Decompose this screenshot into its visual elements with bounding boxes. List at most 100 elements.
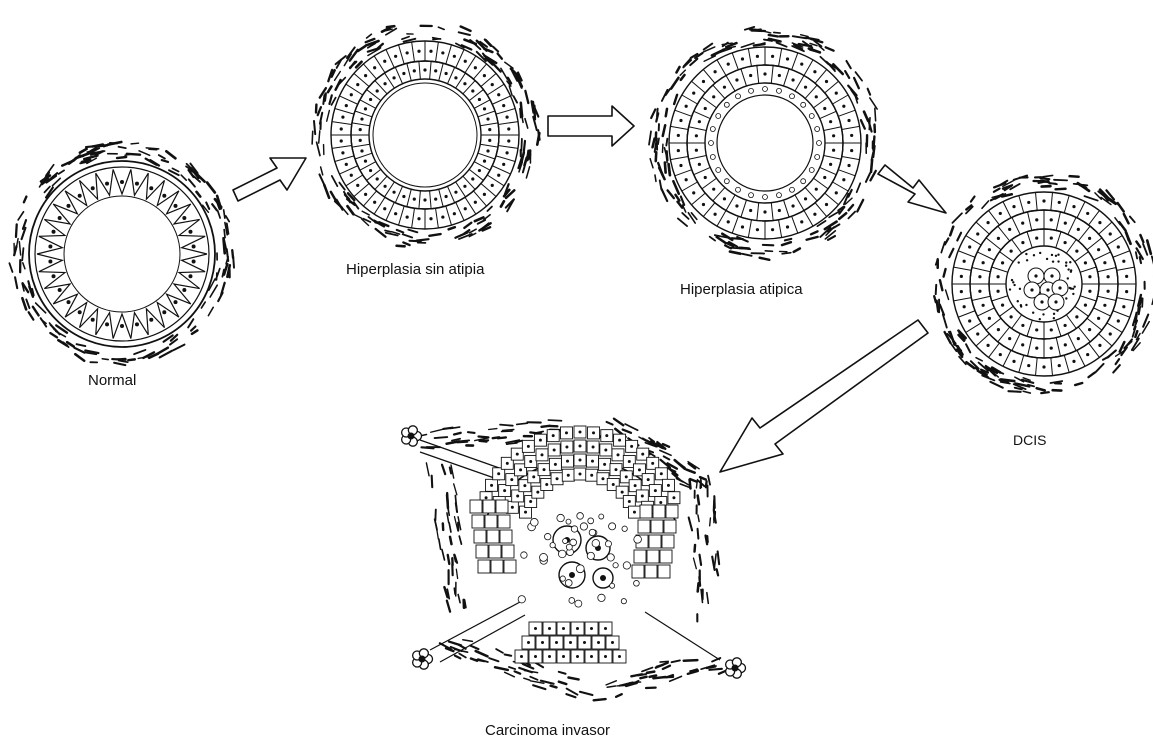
cell-nucleus — [997, 237, 1000, 240]
cell-nucleus — [569, 641, 572, 644]
cell-nucleus — [630, 445, 633, 448]
small-cell — [801, 102, 806, 107]
stroma-fiber — [845, 71, 849, 78]
stroma-fiber — [505, 672, 515, 676]
cell-border — [1056, 212, 1060, 231]
stroma-fiber — [594, 699, 606, 700]
cell-border — [675, 170, 692, 176]
stroma-fiber — [730, 248, 742, 249]
duct-wall — [29, 161, 215, 347]
stroma-fiber — [226, 257, 228, 264]
cell-border — [430, 191, 431, 209]
cell-nucleus — [364, 74, 367, 77]
cell-nucleus — [614, 468, 617, 471]
hyperplasia-duct — [312, 26, 539, 246]
cell-nucleus — [579, 473, 582, 476]
stroma-fiber — [949, 249, 953, 257]
stroma-fiber — [623, 430, 631, 433]
stroma-fiber — [328, 86, 332, 92]
cell-nucleus — [562, 627, 565, 630]
cell-nucleus — [618, 655, 621, 658]
cell-nucleus — [1106, 275, 1109, 278]
small-cell — [521, 552, 527, 558]
cell-nucleus — [692, 191, 695, 194]
cell-nucleus — [651, 462, 654, 465]
cell-border — [346, 175, 363, 186]
stipple — [1065, 265, 1067, 267]
stipple — [1012, 281, 1014, 283]
tumor-cell — [640, 505, 652, 518]
stroma-fiber — [871, 160, 872, 172]
cell-border — [465, 197, 476, 214]
small-cell — [588, 518, 594, 524]
stroma-fiber — [658, 138, 659, 144]
cell-nucleus — [695, 134, 698, 137]
cell-nucleus — [369, 98, 372, 101]
stroma-fiber — [435, 437, 448, 438]
cell-nucleus — [741, 57, 744, 60]
cell-nucleus — [453, 55, 456, 58]
cell-nucleus — [565, 445, 568, 448]
stroma-fiber — [514, 96, 518, 102]
cell-nucleus — [963, 260, 966, 263]
stroma-fiber — [769, 35, 778, 37]
cell-nucleus — [454, 191, 457, 194]
cell-nucleus — [485, 496, 488, 499]
cell-nucleus — [511, 506, 514, 509]
cell-nucleus — [601, 477, 604, 480]
cell-nucleus — [360, 149, 363, 152]
cell-nucleus — [1035, 346, 1038, 349]
cell-nucleus — [394, 55, 397, 58]
stroma-fiber — [698, 583, 699, 591]
cell-border — [1019, 355, 1024, 372]
cell-border — [439, 189, 443, 206]
epithelial-cell — [167, 294, 191, 317]
cell-border — [972, 268, 991, 272]
cell-border — [360, 100, 376, 109]
cell-nucleus — [369, 169, 372, 172]
stroma-fiber — [80, 149, 87, 153]
stroma-fiber — [701, 477, 702, 487]
cell-nucleus — [376, 177, 379, 180]
cell-nucleus — [1086, 353, 1089, 356]
cell-nucleus — [534, 655, 537, 658]
tumor-cell — [660, 550, 672, 563]
cell-nucleus — [497, 93, 500, 96]
flower-cell-icon — [413, 649, 433, 669]
stroma-fiber — [224, 210, 225, 218]
small-cell — [550, 542, 555, 547]
small-cell — [598, 594, 605, 601]
small-cell — [589, 529, 596, 536]
stroma-fiber — [327, 110, 330, 121]
cell-border — [1066, 240, 1076, 254]
stroma-fiber — [625, 424, 637, 430]
epithelial-cell — [131, 313, 148, 339]
cell-border — [779, 220, 782, 238]
cell-border — [1075, 252, 1089, 262]
stroma-fiber — [166, 151, 175, 158]
stroma-fiber — [331, 98, 335, 105]
cell-nucleus — [66, 300, 70, 304]
cell-nucleus — [679, 164, 682, 167]
cell-border — [694, 167, 710, 174]
stroma-fiber — [1049, 183, 1057, 184]
stroma-fiber — [708, 476, 710, 485]
stroma-fiber — [1070, 176, 1079, 177]
cell-border — [1089, 211, 1100, 225]
cell-border — [496, 109, 515, 115]
cell-border — [456, 182, 466, 197]
stroma-fiber — [447, 441, 459, 443]
cell-nucleus — [402, 72, 405, 75]
stipple — [1020, 305, 1022, 307]
stroma-fiber — [138, 357, 147, 359]
cell-nucleus — [702, 80, 705, 83]
cell-nucleus — [1021, 222, 1024, 225]
stroma-fiber — [663, 666, 670, 669]
cell-nucleus — [192, 260, 196, 264]
stroma-fiber — [432, 476, 433, 487]
stroma-fiber — [127, 154, 140, 155]
stroma-fiber — [206, 202, 209, 208]
stroma-fiber — [181, 175, 186, 180]
cell-nucleus — [1084, 304, 1087, 307]
stipple — [1072, 288, 1074, 290]
